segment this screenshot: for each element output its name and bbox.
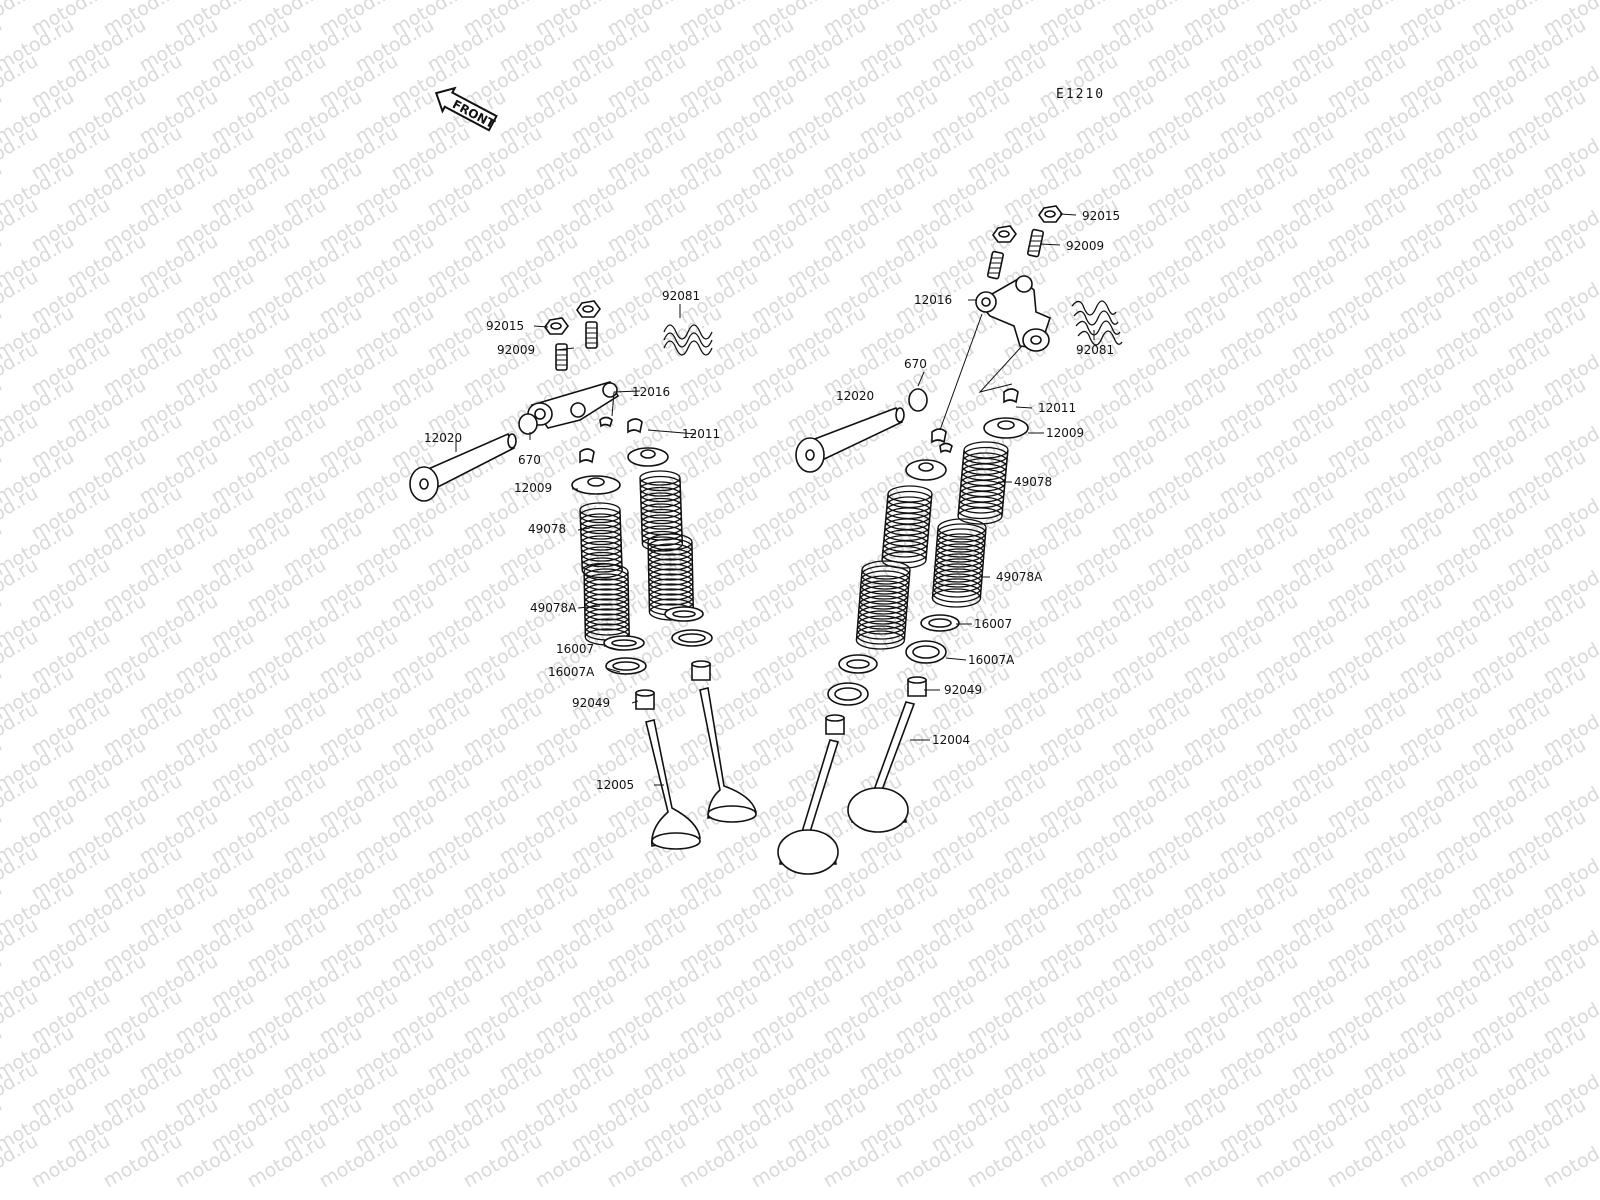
right-cotter <box>931 388 1019 454</box>
left-rocker-nut-b <box>576 300 601 318</box>
left-cotter <box>579 416 643 464</box>
right-label-stem-seal: 92049 <box>944 683 982 697</box>
left-label-outer-spring: 49078 <box>528 522 566 536</box>
right-outer-spring-b <box>881 485 933 569</box>
right-label-outer-spring: 49078 <box>1014 475 1052 489</box>
left-label-adjust-screw: 92009 <box>497 343 535 357</box>
right-label-inner-spring: 49078A <box>996 570 1043 584</box>
left-label-stem-seal: 92049 <box>572 696 610 710</box>
right-retainer-a <box>983 417 1029 439</box>
right-valve-b <box>777 739 840 875</box>
right-valve-assembly: 92015 92009 12016 92081 670 12020 12011 … <box>777 205 1123 875</box>
left-label-cotter: 12011 <box>682 427 720 441</box>
right-label-seat: 16007 <box>974 617 1012 631</box>
right-outer-spring-a <box>957 441 1009 525</box>
right-inner-spring-b <box>855 560 911 650</box>
left-label-rocker-nut: 92015 <box>486 319 524 333</box>
left-label-valve: 12005 <box>596 778 634 792</box>
left-rocker-nut-a <box>544 317 569 335</box>
right-label-rocker-nut: 92015 <box>1082 209 1120 223</box>
right-adjust-screw-b <box>986 250 1004 280</box>
right-inner-spring-a <box>931 518 987 608</box>
right-label-cotter: 12011 <box>1038 401 1076 415</box>
left-label-o-ring: 670 <box>518 453 541 467</box>
left-retainer-a <box>571 475 621 495</box>
left-inner-spring-b <box>647 533 695 621</box>
left-label-retainer: 12009 <box>514 481 552 495</box>
right-label-retainer: 12009 <box>1046 426 1084 440</box>
right-label-valve: 12004 <box>932 733 970 747</box>
right-label-rocker-shaft: 12020 <box>836 389 874 403</box>
diagram-code: E1210 <box>1056 87 1105 102</box>
right-label-seat-a: 16007A <box>968 653 1015 667</box>
right-rocker-shaft <box>795 406 905 473</box>
left-adjust-screw-b <box>585 321 598 349</box>
left-label-rocker-spring: 92081 <box>662 289 700 303</box>
right-adjust-screw-a <box>1026 228 1044 258</box>
left-stem-seal-a <box>635 689 655 710</box>
right-rocker-nut-a <box>1038 205 1063 223</box>
left-adjust-screw-a <box>555 343 568 371</box>
right-label-o-ring: 670 <box>904 357 927 371</box>
right-rocker-spring <box>1071 300 1123 346</box>
left-retainer-b <box>627 447 669 467</box>
left-label-seat: 16007 <box>556 642 594 656</box>
left-rocker-shaft <box>409 432 517 502</box>
right-rocker-arm <box>975 275 1051 352</box>
left-label-seat-a: 16007A <box>548 665 595 679</box>
right-o-ring <box>908 388 928 412</box>
right-label-rocker-arm: 12016 <box>914 293 952 307</box>
left-stem-seal-b <box>691 660 711 681</box>
left-inner-spring-a <box>583 563 630 646</box>
front-arrow-icon: FRONT <box>434 86 498 132</box>
left-valve-b <box>699 687 757 823</box>
left-label-rocker-shaft: 12020 <box>424 431 462 445</box>
left-label-inner-spring: 49078A <box>530 601 577 615</box>
right-label-rocker-spring: 92081 <box>1076 343 1114 357</box>
right-stem-seal-b <box>825 714 845 735</box>
left-valve-assembly: 92015 92009 92081 12016 12020 670 12011 … <box>409 289 757 850</box>
left-o-ring <box>518 413 538 435</box>
right-label-adjust-screw: 92009 <box>1066 239 1104 253</box>
left-rocker-spring <box>663 324 713 356</box>
left-outer-spring-b <box>639 470 684 552</box>
right-retainer-b <box>905 459 947 481</box>
left-outer-spring-a <box>579 502 623 579</box>
right-stem-seal-a <box>907 676 927 697</box>
left-label-rocker-arm: 12016 <box>632 385 670 399</box>
right-valve-a <box>847 701 916 833</box>
left-valve-a <box>645 719 701 850</box>
right-rocker-nut-b <box>992 225 1017 243</box>
